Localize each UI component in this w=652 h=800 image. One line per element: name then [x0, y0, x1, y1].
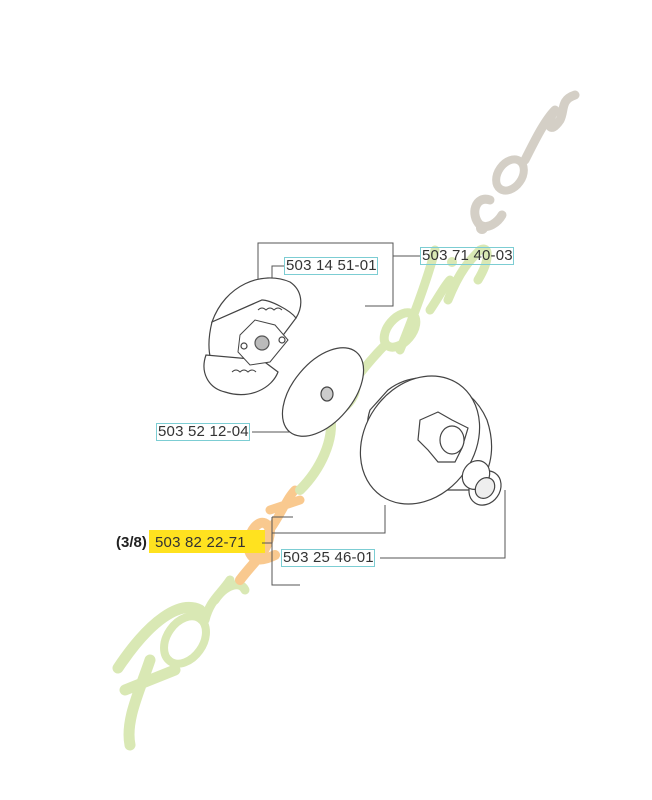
part-number-needle-bearing[interactable]: 503 25 46-01 — [281, 549, 375, 567]
part-number-kit[interactable]: 503 71 40-03 — [420, 247, 514, 265]
pitch-prefix: (3/8) — [116, 534, 147, 551]
part-number-washer[interactable]: 503 52 12-04 — [156, 423, 250, 441]
highlight-selected-part — [149, 530, 265, 553]
part-label-clutch-shoes[interactable]: 503 14 51-01 — [284, 257, 378, 275]
clutch-shoes-drawing — [203, 277, 302, 396]
part-label-needle-bearing[interactable]: 503 25 46-01 — [281, 549, 375, 567]
part-number-drum[interactable]: 503 82 22-71 — [155, 534, 246, 551]
part-label-washer[interactable]: 503 52 12-04 — [156, 423, 250, 441]
part-label-drum[interactable]: 503 82 22-71 — [155, 535, 246, 551]
drum-drawing — [359, 375, 493, 505]
needle-bearing-drawing — [461, 460, 502, 506]
part-label-kit[interactable]: 503 71 40-03 — [420, 247, 514, 265]
washer-drawing — [281, 347, 365, 437]
part-number-clutch-shoes[interactable]: 503 14 51-01 — [284, 257, 378, 275]
